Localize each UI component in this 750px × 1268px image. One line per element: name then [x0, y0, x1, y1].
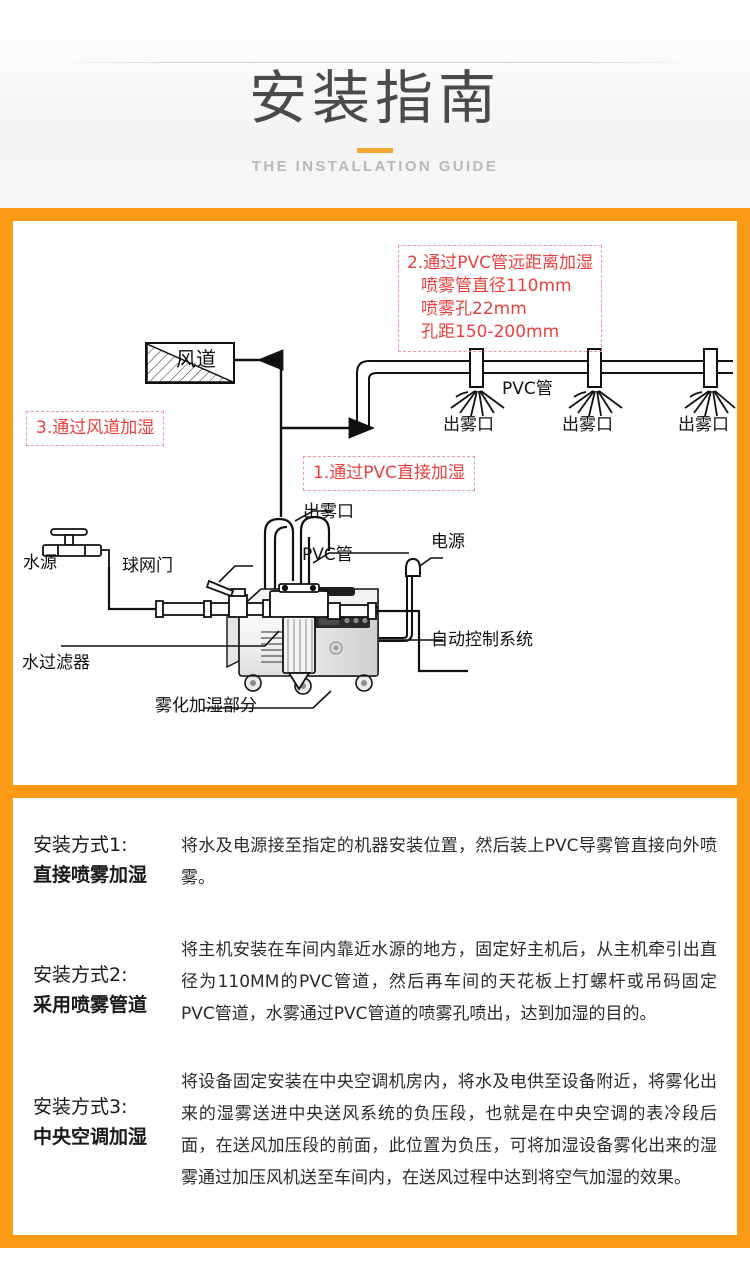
red-note-2-line-4: 孔距150-200mm: [421, 322, 560, 342]
power-cord: [379, 557, 421, 642]
method-2-heading-line2: 采用喷雾管道: [33, 994, 148, 1016]
label-ball-valve: 球网门: [122, 556, 173, 576]
method-1-heading-line2: 直接喷雾加湿: [33, 864, 148, 886]
page-footer-space: [0, 1248, 750, 1268]
label-atomizing-part: 雾化加湿部分: [155, 696, 257, 716]
label-mist-outlet-machine: 出雾口: [303, 502, 354, 522]
title-accent-dash: [357, 148, 393, 153]
water-supply: [42, 528, 468, 691]
header-divider: [55, 62, 695, 63]
red-note-2-line-1: 2.通过PVC管远距离加湿: [407, 253, 593, 273]
red-note-3-line-1: 3.通过风道加湿: [36, 418, 155, 438]
method-row-3: 安装方式3: 中央空调加湿 将设备固定安装在中央空调机房内，将水及电供至设备附近…: [33, 1066, 717, 1194]
method-row-2: 安装方式2: 采用喷雾管道 将主机安装在车间内靠近水源的地方，固定好主机后，从主…: [33, 934, 717, 1030]
red-note-pvc-direct: 1.通过PVC直接加湿: [303, 456, 475, 491]
methods-panel: 安装方式1: 直接喷雾加湿 将水及电源接至指定的机器安装位置，然后装上PVC导雾…: [13, 798, 737, 1235]
label-water-source: 水源: [23, 553, 57, 573]
pvc-nozzles: [450, 348, 736, 417]
method-3-heading-line2: 中央空调加湿: [33, 1126, 148, 1148]
method-1-heading: 安装方式1: 直接喷雾加湿: [33, 830, 181, 890]
red-note-duct-humidify: 3.通过风道加湿: [26, 411, 165, 446]
label-auto-control: 自动控制系统: [431, 630, 533, 650]
method-2-heading-line1: 安装方式2:: [33, 964, 128, 986]
label-pvc-pipe-top: PVC管: [502, 379, 553, 399]
method-3-heading: 安装方式3: 中央空调加湿: [33, 1066, 181, 1152]
method-2-body: 将主机安装在车间内靠近水源的地方，固定好主机后，从主机牵引出直径为110MM的P…: [181, 940, 717, 1024]
label-nozzle-3: 出雾口: [678, 415, 729, 435]
red-note-1-line-1: 1.通过PVC直接加湿: [313, 463, 465, 483]
orange-frame: 2.通过PVC管远距离加湿 喷雾管直径110mm 喷雾孔22mm 孔距150-2…: [0, 208, 750, 1248]
method-1-heading-line1: 安装方式1:: [33, 834, 128, 856]
method-1-body: 将水及电源接至指定的机器安装位置，然后装上PVC导雾管直接向外喷雾。: [181, 836, 717, 888]
page-header: 安装指南 THE INSTALLATION GUIDE: [0, 0, 750, 208]
red-note-2-line-3: 喷雾孔22mm: [421, 299, 527, 319]
label-nozzle-1: 出雾口: [443, 415, 494, 435]
label-nozzle-2: 出雾口: [562, 415, 613, 435]
label-water-filter: 水过滤器: [22, 653, 90, 673]
page-subtitle: THE INSTALLATION GUIDE: [251, 158, 499, 175]
label-power: 电源: [431, 532, 465, 552]
installation-diagram: 2.通过PVC管远距离加湿 喷雾管直径110mm 喷雾孔22mm 孔距150-2…: [13, 221, 737, 785]
method-row-1: 安装方式1: 直接喷雾加湿 将水及电源接至指定的机器安装位置，然后装上PVC导雾…: [33, 830, 717, 894]
red-note-2-line-2: 喷雾管直径110mm: [421, 276, 572, 296]
page-title: 安装指南: [248, 64, 501, 132]
label-duct: 风道: [176, 347, 216, 371]
diagram-panel: 2.通过PVC管远距离加湿 喷雾管直径110mm 喷雾孔22mm 孔距150-2…: [13, 221, 737, 785]
method-3-heading-line1: 安装方式3:: [33, 1096, 128, 1118]
diagram-svg: [13, 221, 736, 709]
water-filter-shape: [269, 583, 329, 691]
duct-shape: [145, 342, 235, 384]
red-note-pvc-long-distance: 2.通过PVC管远距离加湿 喷雾管直径110mm 喷雾孔22mm 孔距150-2…: [398, 245, 602, 352]
ball-valve-shape: [205, 579, 248, 618]
label-pvc-pipe-machine: PVC管: [302, 545, 353, 565]
panel-separator: [13, 785, 737, 798]
method-3-body: 将设备固定安装在中央空调机房内，将水及电供至设备附近，将雾化出来的湿雾送进中央送…: [181, 1072, 717, 1188]
method-2-heading: 安装方式2: 采用喷雾管道: [33, 934, 181, 1020]
leader-lines: [61, 511, 443, 709]
